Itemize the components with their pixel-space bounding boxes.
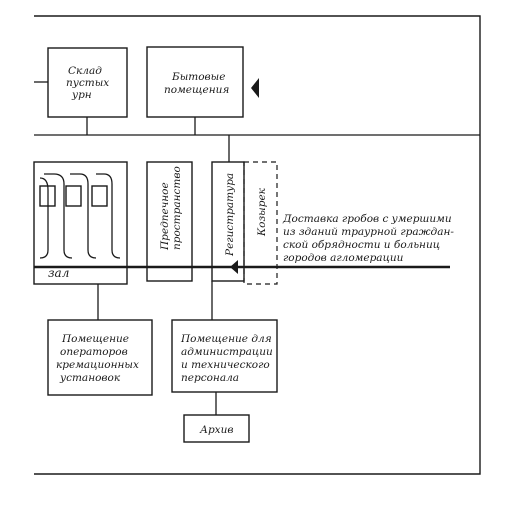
unit-square	[91, 185, 108, 207]
label-sklad: Склад пустых урн	[66, 65, 113, 101]
outer-frame	[34, 15, 481, 475]
label-arhiv: Архив	[199, 424, 233, 436]
arrow-main-flow-icon	[230, 260, 238, 274]
box-zal	[33, 161, 128, 285]
label-bytovye: Бытовые помещения	[164, 71, 229, 96]
unit-square	[65, 185, 82, 207]
label-registratura: Регистратура	[224, 173, 236, 257]
box-operatory	[47, 319, 153, 396]
unit-line	[44, 173, 73, 259]
box-predpechnoe	[146, 161, 193, 282]
label-administraciya: Помещение для администрации и техническо…	[180, 333, 276, 384]
arrow-bytovye-icon	[251, 78, 259, 98]
label-operatory: Помещение операторов кремационных устано…	[56, 333, 142, 384]
label-dostavka: Доставка гробов с умершими из зданий тра…	[282, 213, 457, 264]
label-kozyrek: Козырек	[256, 187, 268, 237]
box-arhiv	[183, 414, 250, 443]
unit-line	[96, 173, 121, 259]
unit-line	[70, 173, 97, 259]
unit-line	[39, 177, 49, 259]
box-registratura	[211, 161, 245, 282]
box-administraciya	[171, 319, 278, 393]
unit-square	[39, 185, 56, 207]
box-kozyrek	[243, 161, 278, 285]
label-predpechnoe: Предпечное пространство	[159, 166, 183, 251]
label-zal: зал	[48, 266, 69, 280]
